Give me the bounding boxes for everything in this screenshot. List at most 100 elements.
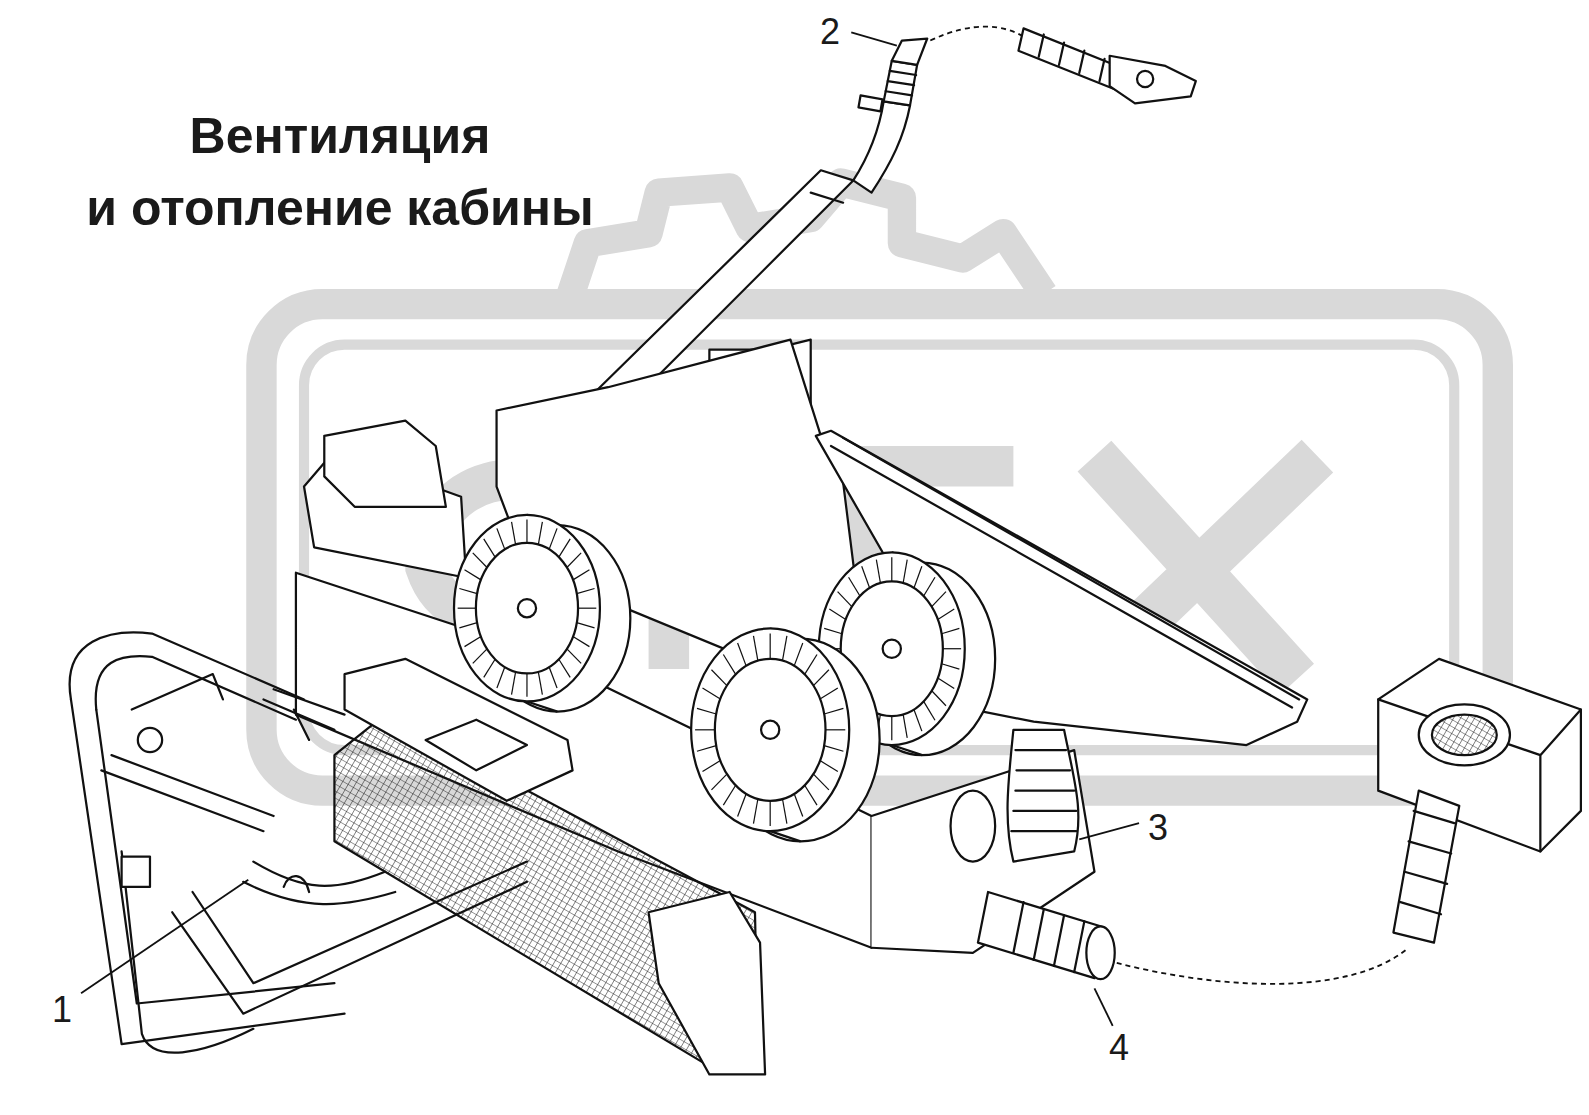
drawing-part: [567, 649, 581, 664]
drawing-part: [794, 643, 803, 666]
drawing-part: [549, 528, 557, 549]
drawing-part: [723, 655, 735, 675]
drawing-part: [458, 608, 476, 609]
drawing-part: [465, 637, 481, 647]
drawing-part: [263, 689, 344, 730]
drawing-part: [476, 543, 578, 674]
drawing-part: [497, 667, 505, 688]
drawing-part: [484, 659, 495, 677]
drawing-part: [924, 701, 935, 720]
nozzle: [1018, 28, 1195, 103]
drawing-part: [849, 577, 860, 596]
drawing-part: [1378, 659, 1581, 852]
flap: [816, 431, 1307, 745]
drawing-part: [1011, 750, 1076, 831]
drawing-part: [577, 588, 595, 593]
drawing-part: [1086, 926, 1114, 979]
outlet-pipe: [978, 892, 1115, 979]
drawing-part: [723, 785, 735, 805]
drawing-part: [71, 699, 345, 1044]
drawing-part: [886, 71, 916, 95]
drawing-part: [549, 667, 557, 688]
drawing-part: [324, 421, 446, 507]
drawing-part: [703, 761, 721, 772]
drawing-part: [454, 515, 600, 702]
drawing-part: [738, 794, 747, 817]
drawing-part: [649, 892, 766, 1074]
drawing-part: [122, 857, 150, 887]
drawing-part: [1110, 56, 1196, 104]
drawing-part: [943, 648, 961, 649]
drawing-part: [938, 678, 954, 688]
drawing-part: [829, 609, 845, 619]
drawing-part: [459, 588, 477, 593]
drawing-part: [883, 640, 901, 658]
drawing-part: [892, 39, 927, 65]
drawing-part: [1039, 34, 1105, 81]
drawing-part: [1432, 715, 1497, 756]
drawing-part: [824, 708, 843, 714]
drawing-part: [820, 688, 838, 699]
drawing-part: [753, 636, 757, 661]
drawing-part: [578, 608, 596, 609]
drawing-part: [824, 746, 843, 752]
drawing-part: [567, 553, 581, 568]
drawing-part: [512, 672, 516, 695]
drawing-part: [559, 539, 570, 557]
drawing-part: [932, 592, 946, 607]
drawing-part: [820, 761, 838, 772]
drawing-part: [813, 670, 828, 686]
heater-pipes: [70, 632, 527, 1052]
drawing-part: [559, 659, 570, 677]
drawing-part: [518, 599, 536, 617]
drawing-part: [697, 708, 716, 714]
callout-number: 4: [1107, 1028, 1131, 1068]
drawing-part: [459, 623, 477, 628]
drawing-part: [70, 632, 304, 699]
drawing-part: [891, 557, 892, 581]
drawing-part: [811, 193, 843, 203]
drawing-part: [782, 636, 786, 661]
callout-number: 1: [50, 990, 74, 1030]
drawing-part: [1137, 71, 1153, 87]
drawing-part: [426, 720, 527, 771]
drawing-part: [573, 637, 589, 647]
drawing-part: [1013, 902, 1084, 972]
drawing-part: [942, 664, 960, 669]
drawing-part: [473, 649, 487, 664]
drawing-part: [824, 628, 842, 633]
drawing-part: [805, 655, 817, 675]
drawing-part: [761, 721, 779, 739]
drawing-part: [473, 553, 487, 568]
drawing-part: [81, 880, 248, 994]
drawing-part: [573, 570, 589, 580]
drawing-part: [695, 729, 715, 730]
drawing-part: [138, 728, 162, 752]
drawing-part: [497, 528, 505, 549]
drawing-part: [782, 799, 786, 824]
drawing-part: [577, 623, 595, 628]
diagram-title: Вентиляция и отопление кабины: [40, 100, 640, 244]
drawing-part: [770, 801, 771, 826]
drawing-part: [932, 691, 946, 706]
drawing-part: [70, 632, 1581, 1074]
drawing-part: [738, 643, 747, 666]
corrugated-hose: [951, 730, 1079, 862]
drawing-part: [484, 539, 495, 557]
drawing-part: [691, 628, 849, 831]
drawing-part: [1419, 704, 1510, 765]
fan-wheels: [454, 515, 995, 841]
drawing-part: [903, 714, 907, 737]
drawing-part: [853, 101, 910, 192]
drawing-part: [862, 566, 870, 588]
drawing-part: [753, 799, 757, 824]
leader-lines: [81, 27, 1409, 1026]
drawing-part: [1378, 699, 1581, 851]
drawing-part: [132, 674, 223, 709]
drawing-part: [703, 688, 721, 699]
drawing-part: [903, 560, 907, 583]
drawing-part: [101, 755, 273, 831]
drawing-part: [813, 774, 828, 790]
fan-wheel: [691, 628, 879, 841]
